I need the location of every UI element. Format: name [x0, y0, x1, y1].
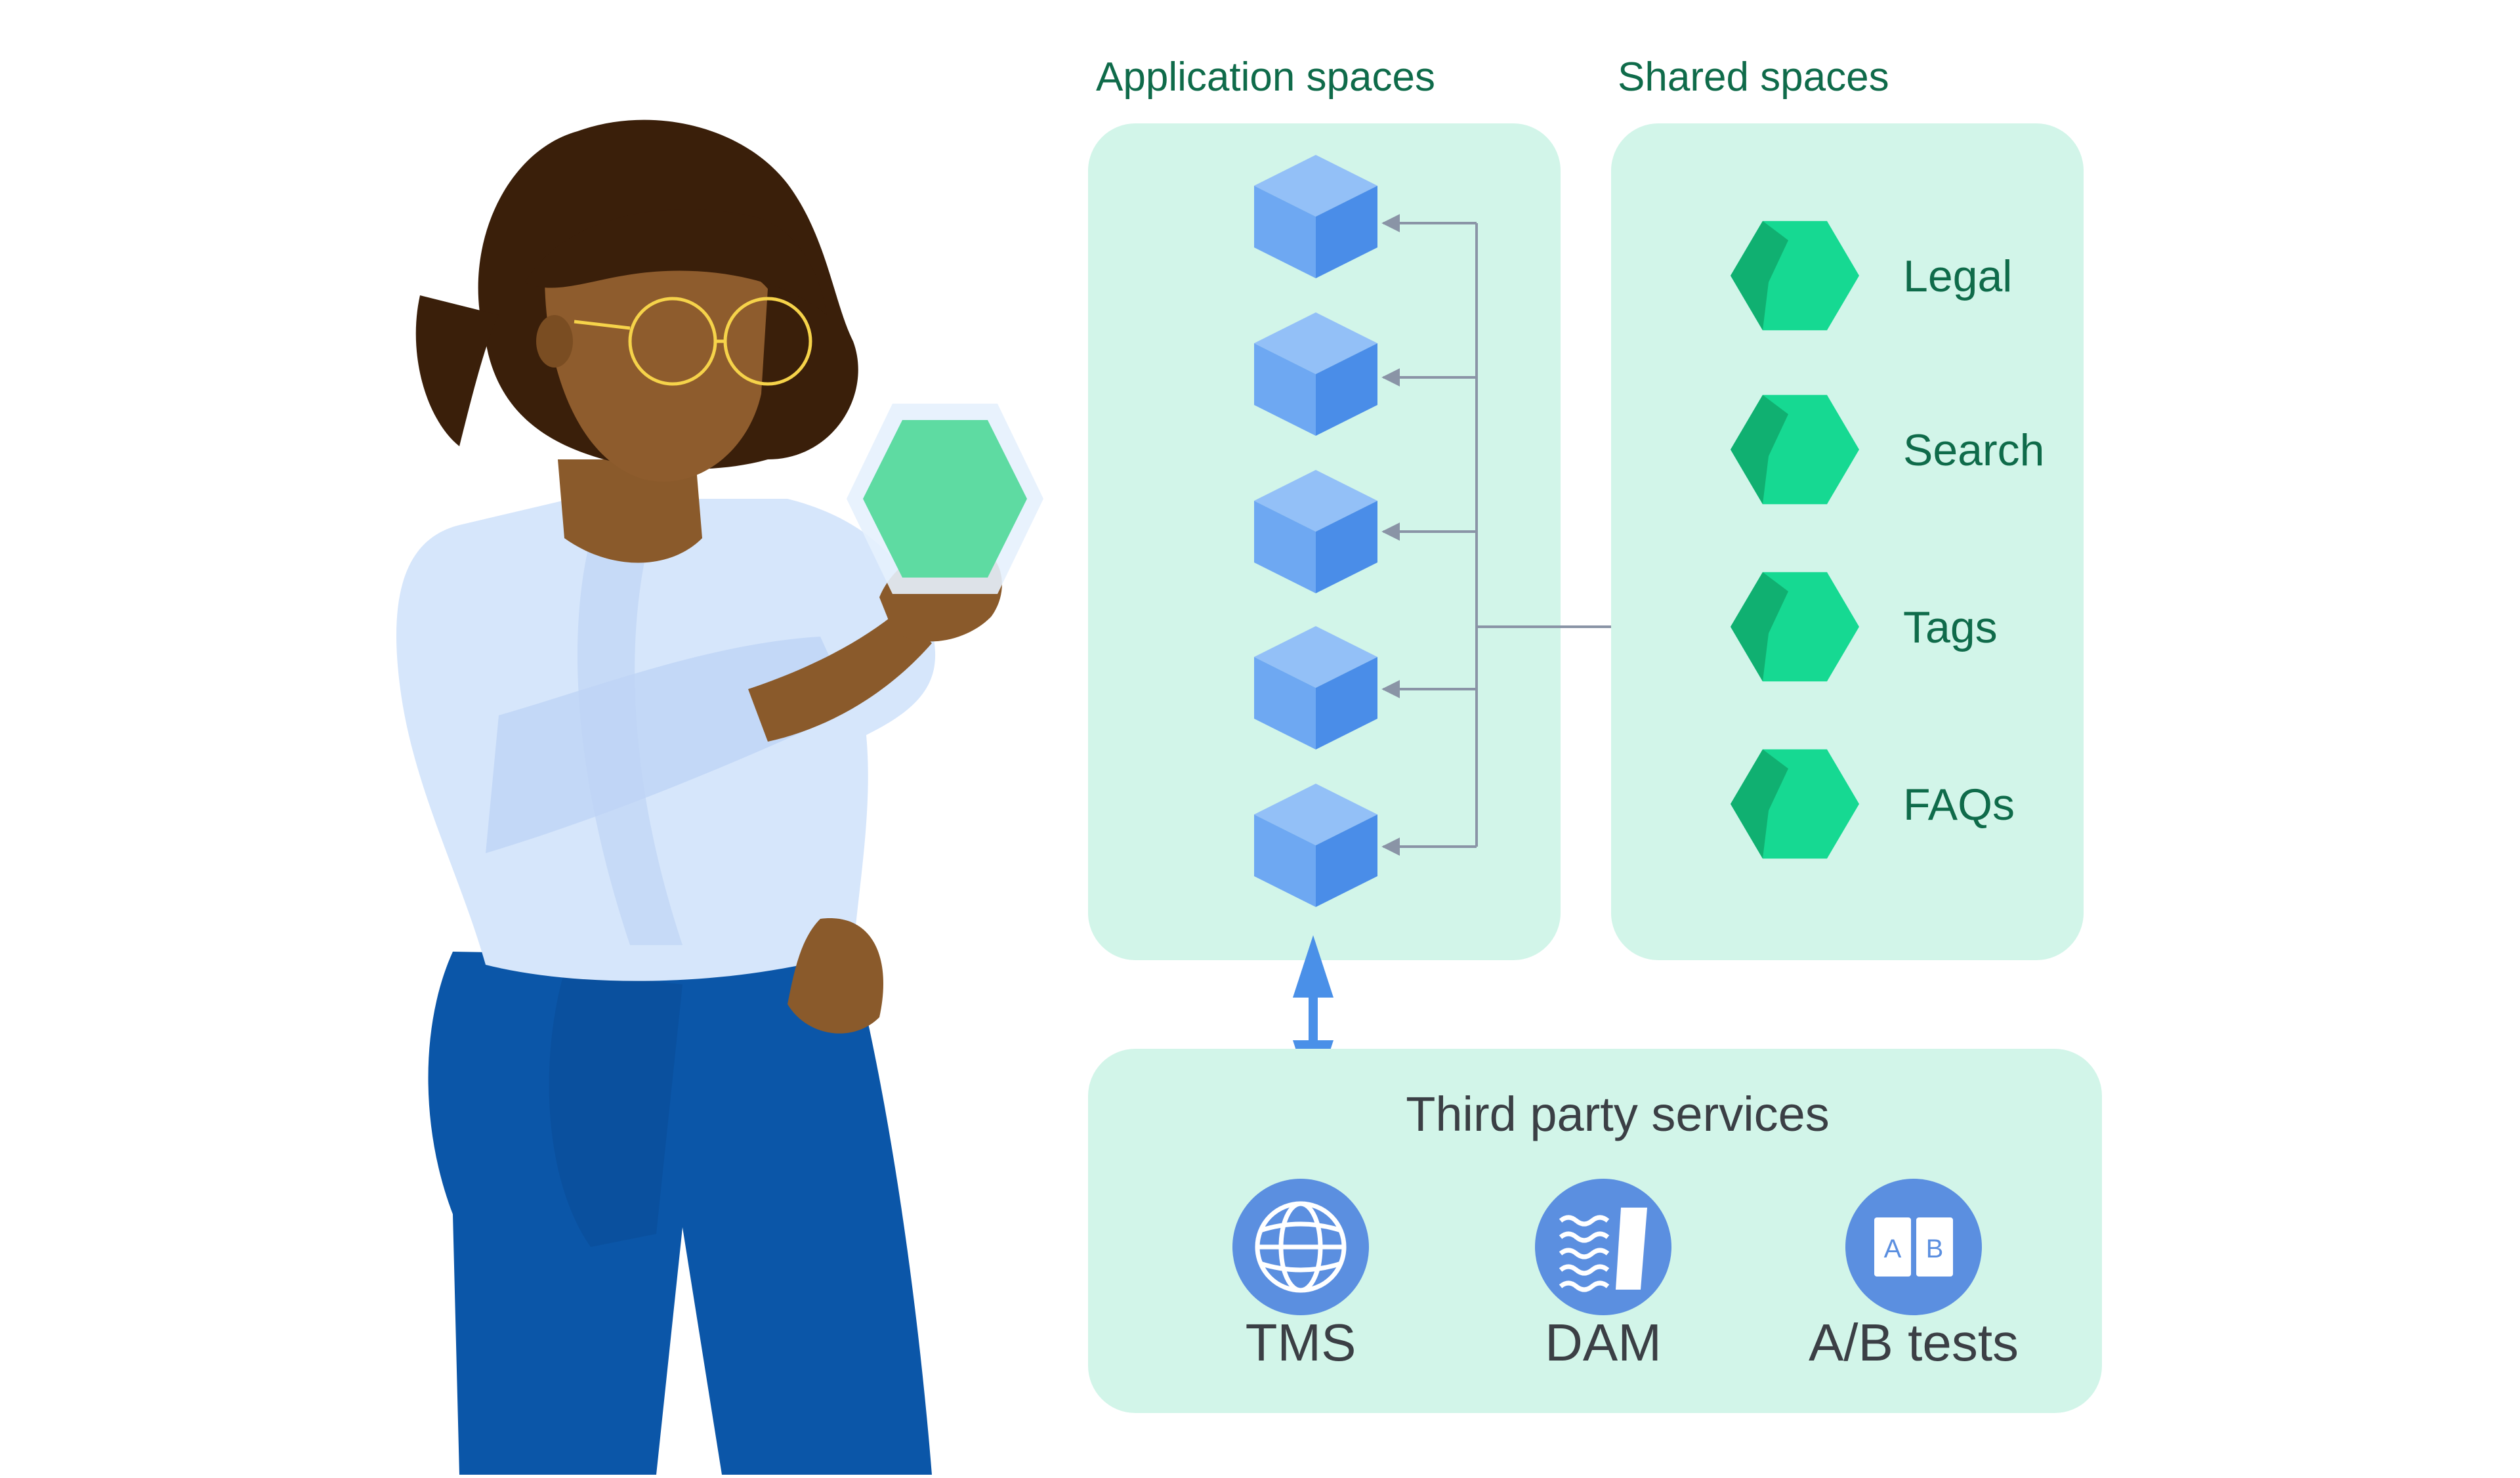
- app-space-cube-3: [1254, 470, 1377, 593]
- shared-space-label: Legal: [1903, 251, 2012, 301]
- shared-space-label: Search: [1903, 425, 2044, 475]
- application-cubes: [1254, 155, 1377, 907]
- shared-space-item-faqs: FAQs: [1731, 749, 2015, 859]
- service-label-tms: TMS: [1246, 1313, 1356, 1372]
- shared-hexagon-icon: [1731, 221, 1859, 331]
- shared-space-label: FAQs: [1903, 780, 2015, 830]
- shared-hexagon-icon: [1731, 749, 1859, 859]
- shared-spaces-panel: [1611, 123, 2084, 960]
- application-spaces-heading: Application spaces: [1096, 54, 1435, 100]
- shared-hexagon-icon: [1731, 394, 1859, 505]
- service-dam: DAM: [1535, 1179, 1671, 1372]
- asset-library-icon: [1559, 1208, 1647, 1292]
- ab-badge-a: A: [1884, 1235, 1902, 1263]
- shared-space-item-search: Search: [1731, 394, 2044, 505]
- person-illustration: [396, 119, 1043, 1475]
- ab-badge-b: B: [1926, 1235, 1944, 1263]
- shared-spaces-heading: Shared spaces: [1618, 54, 1889, 100]
- service-ab-tests: A B A/B tests: [1809, 1179, 2019, 1372]
- app-space-cube-2: [1254, 312, 1377, 436]
- app-space-cube-5: [1254, 784, 1377, 907]
- service-label-dam: DAM: [1545, 1313, 1662, 1372]
- app-space-cube-1: [1254, 155, 1377, 278]
- shared-space-item-tags: Tags: [1731, 572, 1998, 682]
- shared-hexagon-icon: [1731, 572, 1859, 682]
- service-label-ab-tests: A/B tests: [1809, 1313, 2019, 1372]
- service-tms: TMS: [1232, 1179, 1369, 1372]
- ab-test-icon: A B: [1874, 1217, 1953, 1277]
- shared-space-item-legal: Legal: [1731, 221, 2012, 331]
- shared-space-label: Tags: [1903, 602, 1998, 652]
- app-space-cube-4: [1254, 626, 1377, 750]
- third-party-heading: Third party services: [1406, 1087, 1830, 1141]
- globe-icon: [1255, 1201, 1347, 1293]
- connector-lines: [1381, 214, 1695, 856]
